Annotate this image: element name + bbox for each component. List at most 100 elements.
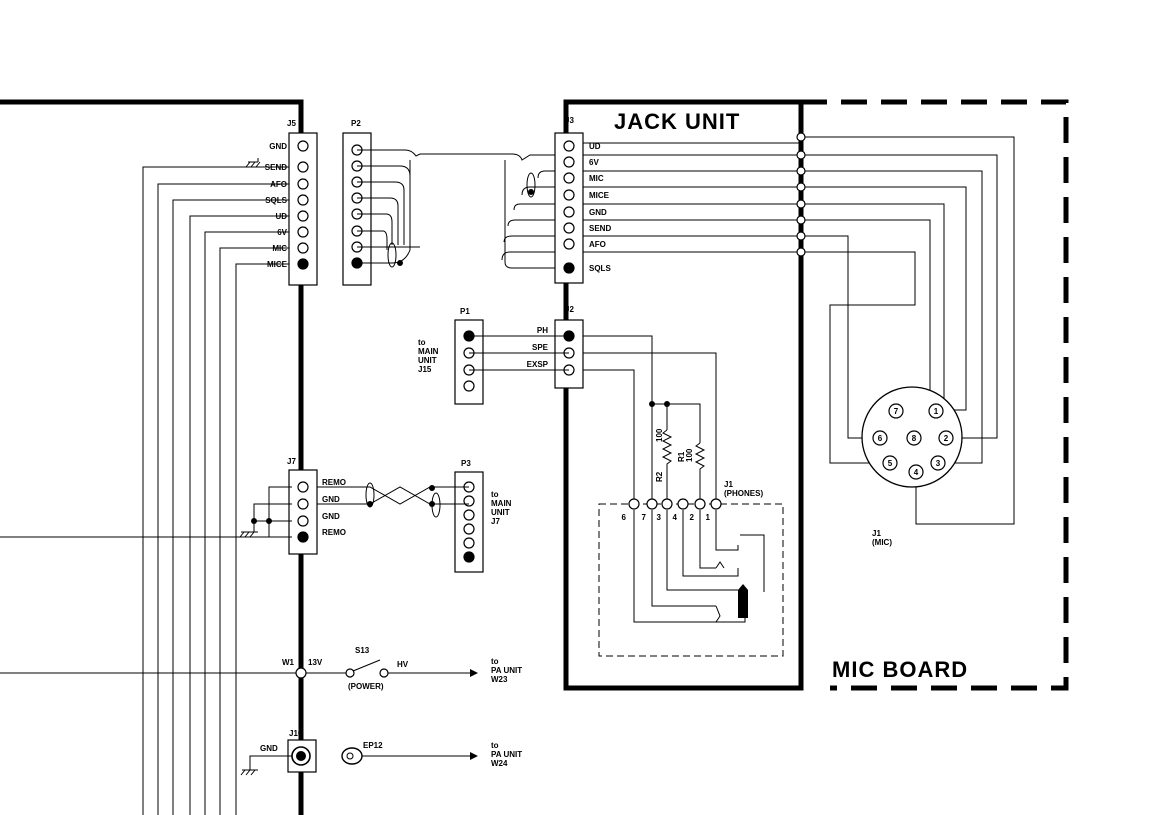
mic-jack-label: J1	[872, 529, 881, 538]
mic-board-title: MIC BOARD	[832, 657, 968, 682]
junction-dot	[796, 150, 806, 160]
p3-destination: J7	[491, 517, 500, 526]
j5-label: J5	[287, 119, 296, 128]
mic-board-junctions	[796, 132, 806, 257]
j7-pin	[297, 498, 309, 510]
p3-label: P3	[461, 459, 471, 468]
junction-dot	[796, 231, 806, 241]
j7-label: J7	[287, 457, 296, 466]
phones-pin	[628, 498, 640, 510]
jack-unit-title: JACK UNIT	[614, 109, 740, 134]
j3-pin	[563, 262, 575, 274]
phones-pin-label: 6	[622, 513, 627, 522]
mic-jack-pin-label: 3	[936, 459, 941, 468]
j5-pin	[297, 178, 309, 190]
phones-pin	[677, 498, 689, 510]
ep12-destination: W24	[491, 759, 508, 768]
j7-pin-label: REMO	[322, 528, 346, 537]
mic-jack-pin-label: 2	[944, 434, 949, 443]
jack-unit-frame: JACK UNIT	[563, 99, 804, 691]
p1-destination: to	[418, 338, 426, 347]
s13-destination: PA UNIT	[491, 666, 522, 675]
j2-phones-wires	[583, 335, 717, 504]
p3-pin	[463, 537, 475, 549]
mic-jack-pin-label: 1	[934, 407, 939, 416]
j3-pin-label: UD	[589, 142, 601, 151]
p3-destination: UNIT	[491, 508, 510, 517]
j5-pin-label: SQLS	[265, 196, 287, 205]
j10-jack: J10 GND	[240, 729, 317, 776]
p3-destination: to	[491, 490, 499, 499]
j3-pin-label: MICE	[589, 191, 610, 200]
mic-jack-sub: (MIC)	[872, 538, 892, 547]
mic-jack-pin-label: 5	[888, 459, 893, 468]
mic-jack-pin	[938, 430, 954, 446]
j3-pin-label: 6V	[589, 158, 599, 167]
mic-jack-pin	[888, 403, 904, 419]
r1-value: 100	[685, 448, 694, 462]
p1-label: P1	[460, 307, 470, 316]
j3-pin	[563, 238, 575, 250]
j7-pin-label: REMO	[322, 478, 346, 487]
s13-destination: to	[491, 657, 499, 666]
j5-pin	[297, 242, 309, 254]
mic-jack-pin-label: 7	[894, 407, 899, 416]
j7-pin	[297, 515, 309, 527]
j5-pin-label: SEND	[265, 163, 287, 172]
j10-label: J10	[289, 729, 303, 738]
j3-pin	[563, 206, 575, 218]
mic-jack-pin-label: 8	[912, 434, 917, 443]
s13-sub: (POWER)	[348, 682, 384, 691]
j7-pin	[297, 531, 309, 543]
p1-destination: MAIN	[418, 347, 439, 356]
j5-pin	[297, 140, 309, 152]
phones-pin-label: 3	[657, 513, 662, 522]
s13-label: S13	[355, 646, 370, 655]
p1-j2-wires	[469, 335, 569, 371]
junction-dot	[796, 166, 806, 176]
junction-dot	[796, 182, 806, 192]
j2-pin-label: EXSP	[527, 360, 549, 369]
phones-pin	[661, 498, 673, 510]
p2-j3-harness	[357, 149, 556, 269]
j7-pin	[297, 481, 309, 493]
j3-pin	[563, 189, 575, 201]
ep12-destination: PA UNIT	[491, 750, 522, 759]
r2-name: R2	[655, 471, 664, 482]
phones-pin-label: 4	[673, 513, 678, 522]
w1-label: W1	[282, 658, 295, 667]
p3-pin	[463, 551, 475, 563]
j5-pin-label: AFO	[270, 180, 287, 189]
junction-dot	[796, 215, 806, 225]
j3-pin	[563, 156, 575, 168]
s13-destination: W23	[491, 675, 508, 684]
left-bus-wires	[142, 166, 292, 815]
j7-pin-label: GND	[322, 495, 340, 504]
phones-pin-label: 7	[642, 513, 647, 522]
resistor-r2: R2 100	[655, 428, 673, 482]
w1-voltage: 13V	[308, 658, 323, 667]
phones-pin-label: 2	[690, 513, 695, 522]
junction-dot	[796, 132, 806, 142]
r1-name: R1	[677, 451, 686, 462]
j2-pin-label: PH	[537, 326, 548, 335]
p2-label: P2	[351, 119, 361, 128]
phones-pin	[694, 498, 706, 510]
j5-pin	[297, 226, 309, 238]
s13-hv: HV	[397, 660, 409, 669]
w1-power-line: W1 13V	[0, 658, 346, 679]
j3-pin-label: GND	[589, 208, 607, 217]
phones-label: J1	[724, 480, 733, 489]
j5-pin-label: 6V	[277, 228, 287, 237]
j7-pin-label: GND	[322, 512, 340, 521]
p3-pin	[463, 523, 475, 535]
ep12-destination: to	[491, 741, 499, 750]
mic-jack-pin	[928, 403, 944, 419]
phones-sub: (PHONES)	[724, 489, 763, 498]
j2-pin-label: SPE	[532, 343, 549, 352]
